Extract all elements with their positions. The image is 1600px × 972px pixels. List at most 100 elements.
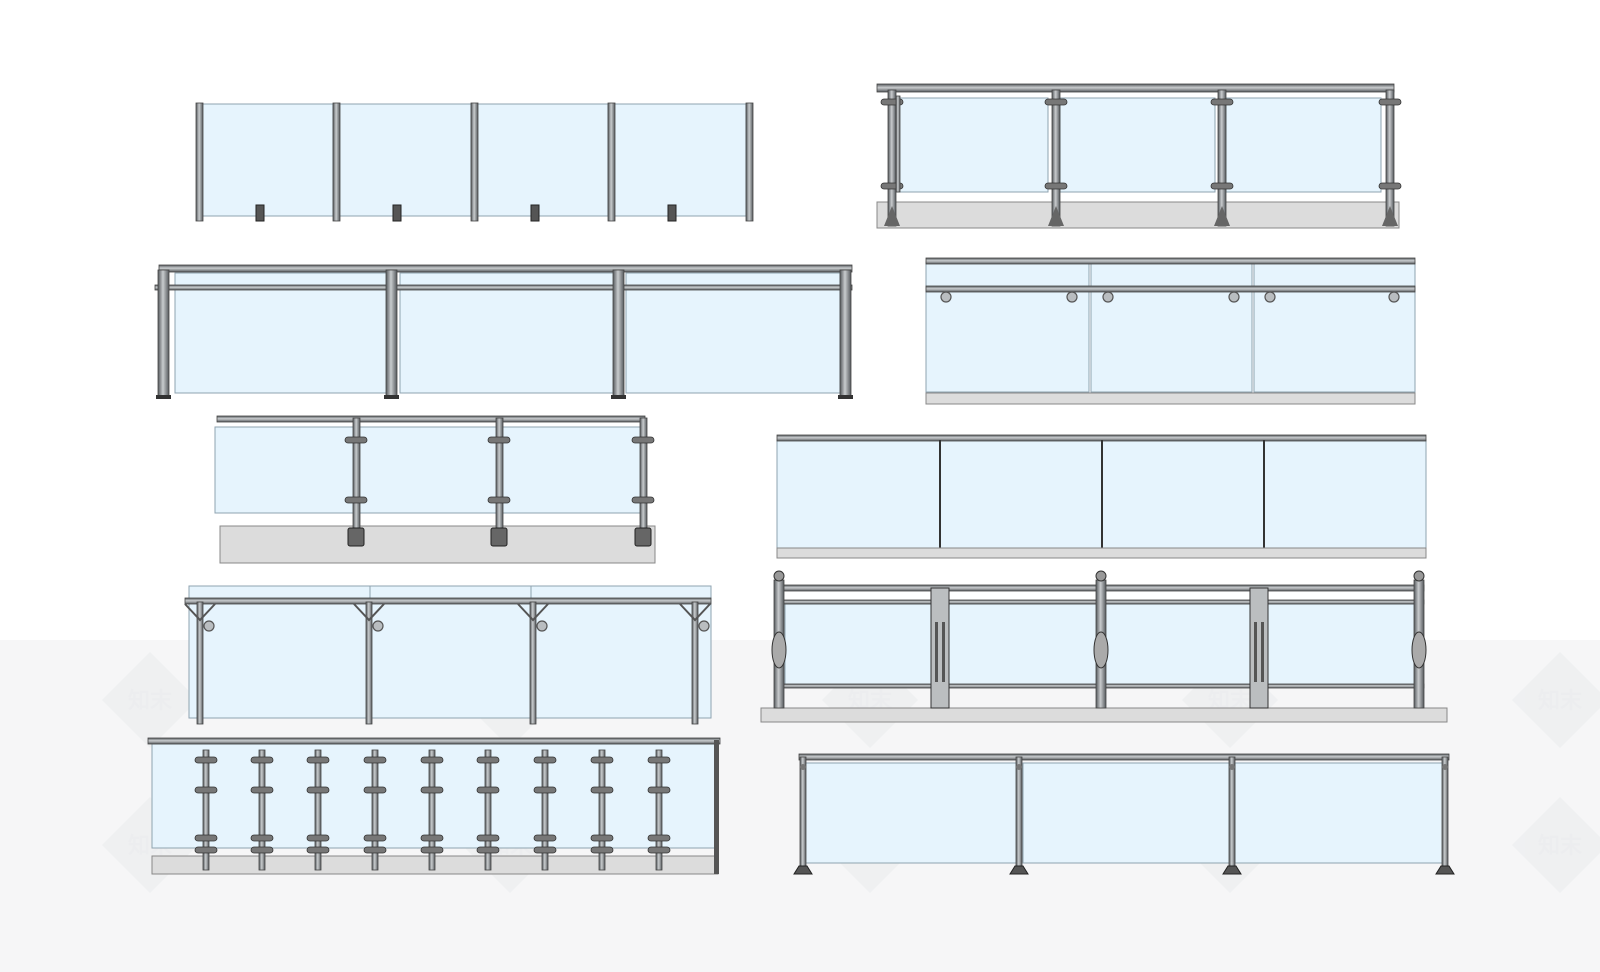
glass-panel — [188, 585, 371, 719]
glass-clamp — [306, 786, 330, 794]
post-foot — [1435, 865, 1455, 875]
post — [529, 601, 537, 725]
twin-post — [930, 587, 950, 709]
glass-panel — [476, 103, 609, 217]
glass-clamp — [533, 834, 557, 842]
panel-joint — [939, 440, 941, 548]
handrail — [876, 83, 1395, 93]
railing-dense-baluster-9-post — [147, 737, 721, 875]
rail-bracket — [353, 603, 385, 622]
post — [745, 102, 754, 222]
base-plate — [634, 527, 652, 547]
glass-clamp — [1044, 98, 1068, 106]
post — [612, 269, 625, 399]
watermark-diamond — [1512, 652, 1600, 748]
glass-clamp — [533, 846, 557, 854]
glass-panel — [1234, 762, 1444, 864]
railing-ornamental-newel-4-panel — [760, 570, 1448, 723]
handrail — [925, 257, 1416, 265]
glass-clamp — [363, 846, 387, 854]
glass-clamp — [194, 846, 218, 854]
twin-post-slot — [1261, 622, 1264, 682]
glass-clamp — [476, 786, 500, 794]
glass-clamp — [476, 756, 500, 764]
standoff-fitting — [940, 291, 952, 303]
post — [371, 749, 379, 871]
watermark-diamond — [102, 652, 198, 748]
glass-clamp — [487, 496, 511, 504]
glass-clamp — [194, 834, 218, 842]
glass-clamp — [476, 846, 500, 854]
post-foot — [156, 395, 171, 399]
rail-clip — [800, 764, 806, 770]
standoff-fitting — [1066, 291, 1078, 303]
standoff-fitting — [1388, 291, 1400, 303]
glass-panel — [925, 261, 1090, 393]
glass-panel — [1104, 603, 1256, 686]
glass-clamp — [590, 834, 614, 842]
post-base-flange — [884, 206, 900, 226]
rail-clip — [1442, 764, 1448, 770]
glass-panel — [1022, 762, 1232, 864]
glass-panel — [946, 603, 1098, 686]
post — [1015, 756, 1023, 873]
glass-clamp — [533, 786, 557, 794]
glass-panel — [625, 272, 841, 394]
floor-spigot — [530, 204, 540, 222]
glass-clamp — [533, 756, 557, 764]
glass-clamp — [363, 756, 387, 764]
glass-panel — [338, 103, 472, 217]
base-plinth — [776, 547, 1427, 559]
glass-clamp — [1378, 182, 1402, 190]
watermark-text: 知末 — [1538, 688, 1583, 714]
post — [314, 749, 322, 871]
newel-turning — [1411, 631, 1427, 669]
post — [484, 749, 492, 871]
railing-wall-handrail-3-panel — [925, 257, 1416, 405]
glass-panel — [1253, 261, 1416, 393]
handrail — [216, 415, 646, 423]
post — [428, 749, 436, 871]
handrail — [154, 284, 853, 291]
glass-panel — [1259, 603, 1416, 686]
glass-clamp — [420, 846, 444, 854]
standoff-fitting — [1102, 291, 1114, 303]
glass-clamp — [476, 834, 500, 842]
glass-panel — [1090, 261, 1253, 393]
rail-clip — [1016, 764, 1022, 770]
glass-clamp — [590, 846, 614, 854]
post — [385, 269, 398, 399]
post-foot — [838, 395, 853, 399]
twin-post-slot — [935, 622, 938, 682]
twin-post-slot — [942, 622, 945, 682]
post — [799, 756, 807, 873]
rail-bracket — [184, 603, 216, 622]
post-foot — [611, 395, 626, 399]
post — [196, 601, 204, 725]
post — [1051, 89, 1061, 227]
post-base-flange — [1214, 206, 1230, 226]
watermark-diamond — [1512, 797, 1600, 893]
floor-spigot — [392, 204, 402, 222]
post — [332, 102, 341, 222]
glass-clamp — [420, 834, 444, 842]
glass-clamp — [250, 756, 274, 764]
glass-panel — [369, 585, 532, 719]
glass-clamp — [647, 834, 671, 842]
railing-top-rail-standoff-3-panel — [876, 83, 1402, 229]
panel-joint — [1101, 440, 1103, 548]
railing-channel-glass-4-panel — [776, 434, 1427, 559]
glass-clamp — [363, 786, 387, 794]
post-foot — [1222, 865, 1242, 875]
post-base-flange — [1048, 206, 1064, 226]
glass-clamp — [306, 756, 330, 764]
post — [895, 95, 901, 193]
glass-clamp — [631, 436, 655, 444]
glass-clamp — [194, 756, 218, 764]
rail-bracket — [517, 603, 549, 622]
glass-clamp — [487, 436, 511, 444]
newel-turning — [771, 631, 787, 669]
post — [1385, 89, 1395, 227]
glass-panel — [1059, 97, 1216, 193]
